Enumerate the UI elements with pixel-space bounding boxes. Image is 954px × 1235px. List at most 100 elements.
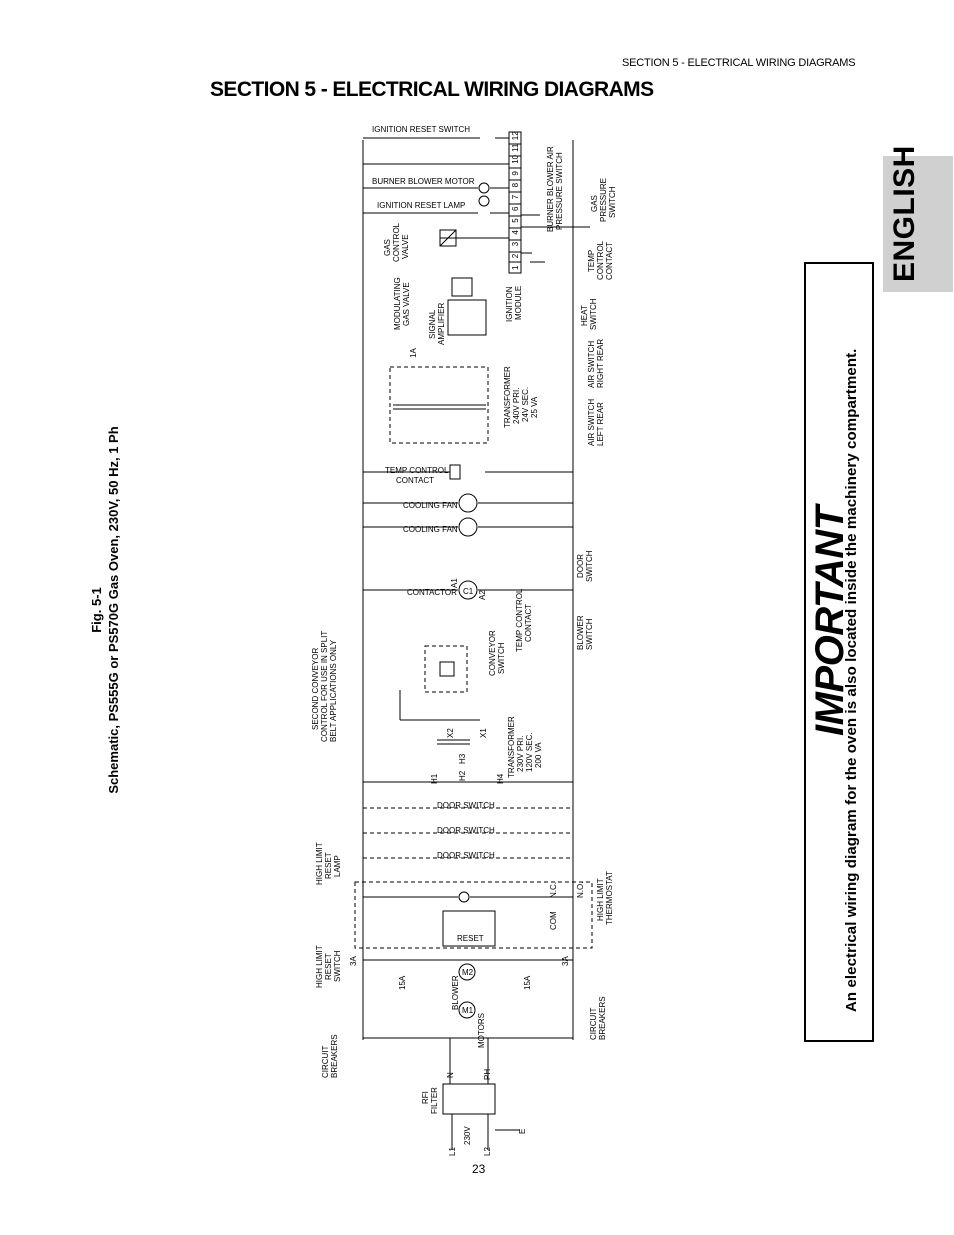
label-common: COM <box>549 911 558 930</box>
label-conveyor-switch: CONVEYOR <box>488 630 497 676</box>
label-air-switch-left: AIR SWITCH <box>587 399 596 446</box>
label-temp-control-contact: CONTACT <box>524 604 533 642</box>
label-high-limit-reset-switch: SWITCH <box>333 950 342 982</box>
label-temp-control-contact: CONTROL <box>596 240 605 280</box>
label-air-switch-right: AIR SWITCH <box>587 341 596 388</box>
label-high-limit-thermostat: THERMOSTAT <box>605 871 614 925</box>
label-blower-switch: SWITCH <box>585 618 594 650</box>
label-cooling-fan: COOLING FAN <box>403 501 458 510</box>
terminal-number: 8 <box>511 182 520 187</box>
label-signal-amplifier: SIGNAL <box>428 309 437 339</box>
label-high-limit-reset-switch: HIGH LIMIT <box>315 945 324 988</box>
important-notice-box <box>804 262 874 1042</box>
label-circuit-breakers: BREAKERS <box>330 1034 339 1078</box>
label-signal-amplifier: AMPLIFIER <box>437 303 446 345</box>
label-transformer-x2: X2 <box>446 728 455 738</box>
label-heat-switch: SWITCH <box>589 298 598 330</box>
terminal-number: 10 <box>511 154 520 163</box>
label-conveyor-switch: SWITCH <box>497 642 506 674</box>
label-temp-control-contact: CONTACT <box>396 476 434 485</box>
label-transformer-120v: 200 VA <box>534 742 543 768</box>
label-ignition-reset-switch: IGNITION RESET SWITCH <box>372 125 470 134</box>
label-breaker-3a: 3A <box>561 956 570 966</box>
terminal-number: 11 <box>511 143 520 152</box>
label-transformer-120v: TRANSFORMER <box>507 716 516 778</box>
label-temp-control-contact: TEMP CONTROL <box>515 588 524 652</box>
label-rfi-filter: RFI <box>421 1091 430 1104</box>
label-high-limit-reset-switch: RESET <box>324 953 333 980</box>
label-contactor-a2: A2 <box>478 590 487 600</box>
label-transformer-h3: H3 <box>458 753 467 764</box>
language-tab <box>883 156 953 292</box>
label-contactor-a1: A1 <box>450 578 459 588</box>
label-transformer-24v: 240V PRI. <box>512 388 521 424</box>
label-terminal-ph: PH <box>483 1069 492 1080</box>
label-transformer-h1: H1 <box>430 773 439 784</box>
label-temp-control-contact: CONTACT <box>605 242 614 280</box>
label-second-conveyor: BELT APPLICATIONS ONLY <box>329 639 338 742</box>
label-burner-air-switch: PRESSURE SWITCH <box>555 152 564 230</box>
terminal-number: 5 <box>511 218 520 223</box>
terminal-number: 6 <box>511 206 520 211</box>
terminal-number: 2 <box>511 253 520 258</box>
label-air-switch-right: RIGHT REAR <box>596 339 605 388</box>
label-blower-motors: BLOWER <box>451 975 460 1010</box>
label-ignition-reset-lamp: IGNITION RESET LAMP <box>377 201 465 210</box>
label-circuit-breakers: BREAKERS <box>598 996 607 1040</box>
label-door-switch: DOOR SWITCH <box>437 801 495 810</box>
label-heat-switch: HEAT <box>580 305 589 326</box>
terminal-number: 1 <box>511 265 520 270</box>
label-transformer-24v: 24V SEC. <box>521 387 530 422</box>
page-number: 23 <box>472 1162 486 1176</box>
label-transformer-x1: X1 <box>479 728 488 738</box>
label-high-limit-lamp: RESET <box>324 852 333 879</box>
label-earth: E <box>518 1129 527 1134</box>
label-transformer-h4: H4 <box>496 773 505 784</box>
label-burner-air-switch: BURNER BLOWER AIR <box>546 146 555 232</box>
label-circuit-breakers: CIRCUIT <box>321 1045 330 1078</box>
terminal-number: 3 <box>511 241 520 246</box>
terminal-number: 4 <box>511 230 520 235</box>
label-second-conveyor: CONTROL FOR USE IN SPLIT <box>320 631 329 742</box>
label-rfi-filter: FILTER <box>430 1087 439 1114</box>
label-transformer-24v: 25 VA <box>530 396 539 418</box>
label-line-l1: L1 <box>448 1147 457 1156</box>
label-normally-closed: N.C. <box>549 882 558 898</box>
label-blower-motors: MOTORS <box>477 1013 486 1048</box>
label-ignition-module: IGNITION <box>505 286 514 322</box>
label-motor-m1: M1 <box>462 1006 474 1015</box>
label-normally-open: N.O. <box>576 882 585 898</box>
label-gas-control-valve: CONTROL <box>392 222 401 262</box>
label-door-switch: SWITCH <box>585 550 594 582</box>
label-gas-pressure-switch: PRESSURE <box>599 178 608 222</box>
label-circuit-breakers: CIRCUIT <box>589 1007 598 1040</box>
label-supply-voltage: 230V <box>463 1126 472 1145</box>
terminal-number: 9 <box>511 171 520 176</box>
label-ignition-module: MODULE <box>514 286 523 320</box>
label-transformer-h2: H2 <box>458 770 467 781</box>
label-high-limit-lamp: LAMP <box>333 855 342 877</box>
label-modulating-gas-valve: MODULATING <box>393 277 402 330</box>
label-terminal-n: N <box>446 1072 455 1078</box>
label-door-switch: DOOR SWITCH <box>437 826 495 835</box>
label-transformer-24v: TRANSFORMER <box>503 366 512 428</box>
label-temp-control-contact: TEMP <box>587 250 596 272</box>
label-modulating-gas-valve: GAS VALVE <box>402 282 411 326</box>
label-gas-control-valve: VALVE <box>401 234 410 259</box>
label-high-limit-lamp: HIGH LIMIT <box>315 842 324 885</box>
label-motor-m2: M2 <box>462 968 474 977</box>
label-blower-switch: BLOWER <box>576 615 585 650</box>
label-breaker-15a: 15A <box>398 975 407 990</box>
terminal-number: 7 <box>511 194 520 199</box>
label-second-conveyor: SECOND CONVEYOR <box>311 648 320 730</box>
label-breaker-3a: 3A <box>349 956 358 966</box>
label-contactor: CONTACTOR <box>407 588 457 597</box>
label-air-switch-left: LEFT REAR <box>596 402 605 446</box>
label-gas-pressure-switch: GAS <box>590 195 599 212</box>
label-line-l2: L2 <box>483 1147 492 1156</box>
label-breaker-15a: 15A <box>523 975 532 990</box>
terminal-number: 12 <box>511 131 520 140</box>
label-transformer-120v: 230V PRI. <box>516 736 525 772</box>
